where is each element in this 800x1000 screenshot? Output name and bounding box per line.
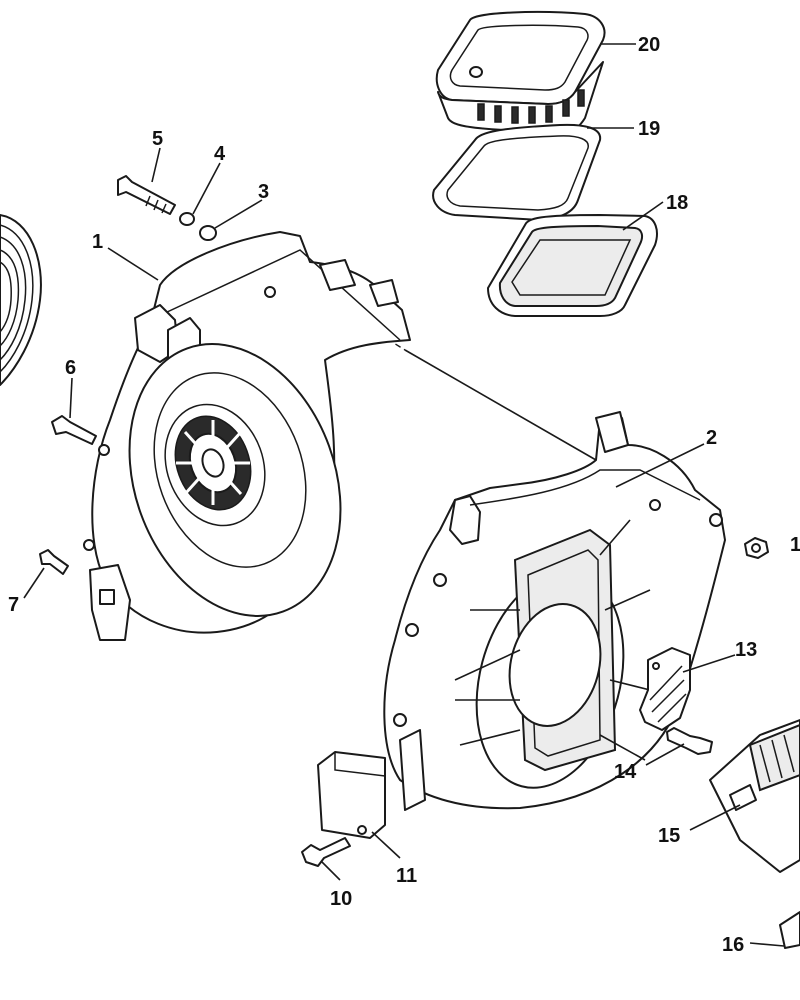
- part-11-cover: [317, 751, 386, 839]
- callout-13: 13: [735, 639, 757, 661]
- callout-3: 3: [258, 181, 269, 203]
- part-6-screw: [51, 415, 97, 445]
- callout-7: 7: [8, 594, 19, 616]
- part-18-filter-element: [487, 214, 658, 317]
- callout-6: 6: [65, 357, 76, 379]
- part-7-screw: [39, 549, 69, 575]
- part-10-screw: [301, 837, 351, 867]
- leader-lines: [23, 43, 785, 947]
- callout-4: 4: [214, 143, 226, 165]
- part-14-bolt: [666, 727, 713, 755]
- callout-15: 15: [658, 825, 680, 847]
- callout-20: 20: [638, 34, 660, 56]
- part-12-nut: [744, 537, 769, 559]
- part-3-washer: [199, 225, 217, 241]
- callout-10: 10: [330, 888, 352, 910]
- part-13-plate: [639, 647, 691, 731]
- callout-5: 5: [152, 128, 163, 150]
- part-1-fan-housing-left: [83, 231, 411, 641]
- callout-16: 16: [722, 934, 744, 956]
- part-4-washer: [179, 212, 195, 226]
- callout-1: 1: [92, 231, 103, 253]
- part-16-partial: [779, 911, 800, 949]
- part-15-partial: [709, 719, 800, 873]
- part-19-gasket: [432, 123, 602, 221]
- callout-12-truncated: 1: [790, 534, 800, 556]
- callout-18: 18: [666, 192, 688, 214]
- fan-grille-partial: [0, 214, 42, 386]
- assembly-line-2: [404, 349, 597, 461]
- callout-11: 11: [396, 865, 417, 887]
- callout-14: 14: [614, 761, 637, 783]
- part-5-bolt: [117, 175, 176, 215]
- callout-19: 19: [638, 118, 660, 140]
- part-20-filter-cover: [435, 11, 606, 133]
- callout-2: 2: [706, 427, 717, 449]
